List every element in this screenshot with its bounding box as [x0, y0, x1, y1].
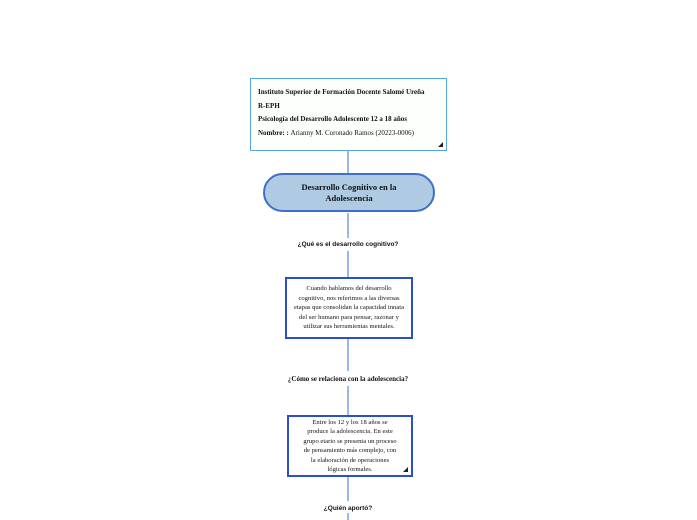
connector-q3-continuation: [347, 513, 349, 520]
answer-text-1: Cuando hablamos del desarrollo cognitivo…: [293, 285, 405, 331]
connector-answer2-to-q3: [347, 477, 349, 501]
student-name-line: Nombre: : Arianny M. Coronado Ramos (202…: [258, 127, 439, 141]
institution-name: Instituto Superior de Formación Docente …: [258, 88, 425, 96]
answer-node-1[interactable]: Cuando hablamos del desarrollo cognitivo…: [285, 277, 413, 339]
connector-q1-to-answer1: [347, 251, 349, 277]
connector-root-to-q1: [347, 213, 349, 238]
question-node-2[interactable]: ¿Cómo se relaciona con la adolescencia?: [285, 374, 411, 384]
name-value: Arianny M. Coronado Ramos (20223-0006): [290, 128, 414, 137]
connector-answer1-to-q2: [347, 339, 349, 371]
answer-node-2[interactable]: Entre los 12 y los 18 años se produce la…: [287, 415, 413, 477]
resize-handle-icon[interactable]: [403, 467, 408, 472]
root-topic-title: Desarrollo Cognitivo en la Adolescencia: [301, 181, 397, 203]
name-label: Nombre: :: [258, 128, 289, 137]
question-node-1[interactable]: ¿Qué es el desarrollo cognitivo?: [295, 240, 401, 249]
course-title: Psicología del Desarrollo Adolescente 12…: [258, 115, 407, 123]
program-code: R-EPH: [258, 101, 280, 110]
connector-header-to-root: [347, 151, 349, 173]
root-topic-node[interactable]: Desarrollo Cognitivo en la Adolescencia: [263, 173, 435, 212]
info-box[interactable]: Instituto Superior de Formación Docente …: [250, 78, 447, 151]
resize-handle-icon[interactable]: [438, 142, 443, 147]
connector-q2-to-answer2: [347, 386, 349, 415]
question-node-3[interactable]: ¿Quién aportó?: [321, 504, 375, 513]
answer-text-2: Entre los 12 y los 18 años se produce la…: [303, 418, 397, 474]
